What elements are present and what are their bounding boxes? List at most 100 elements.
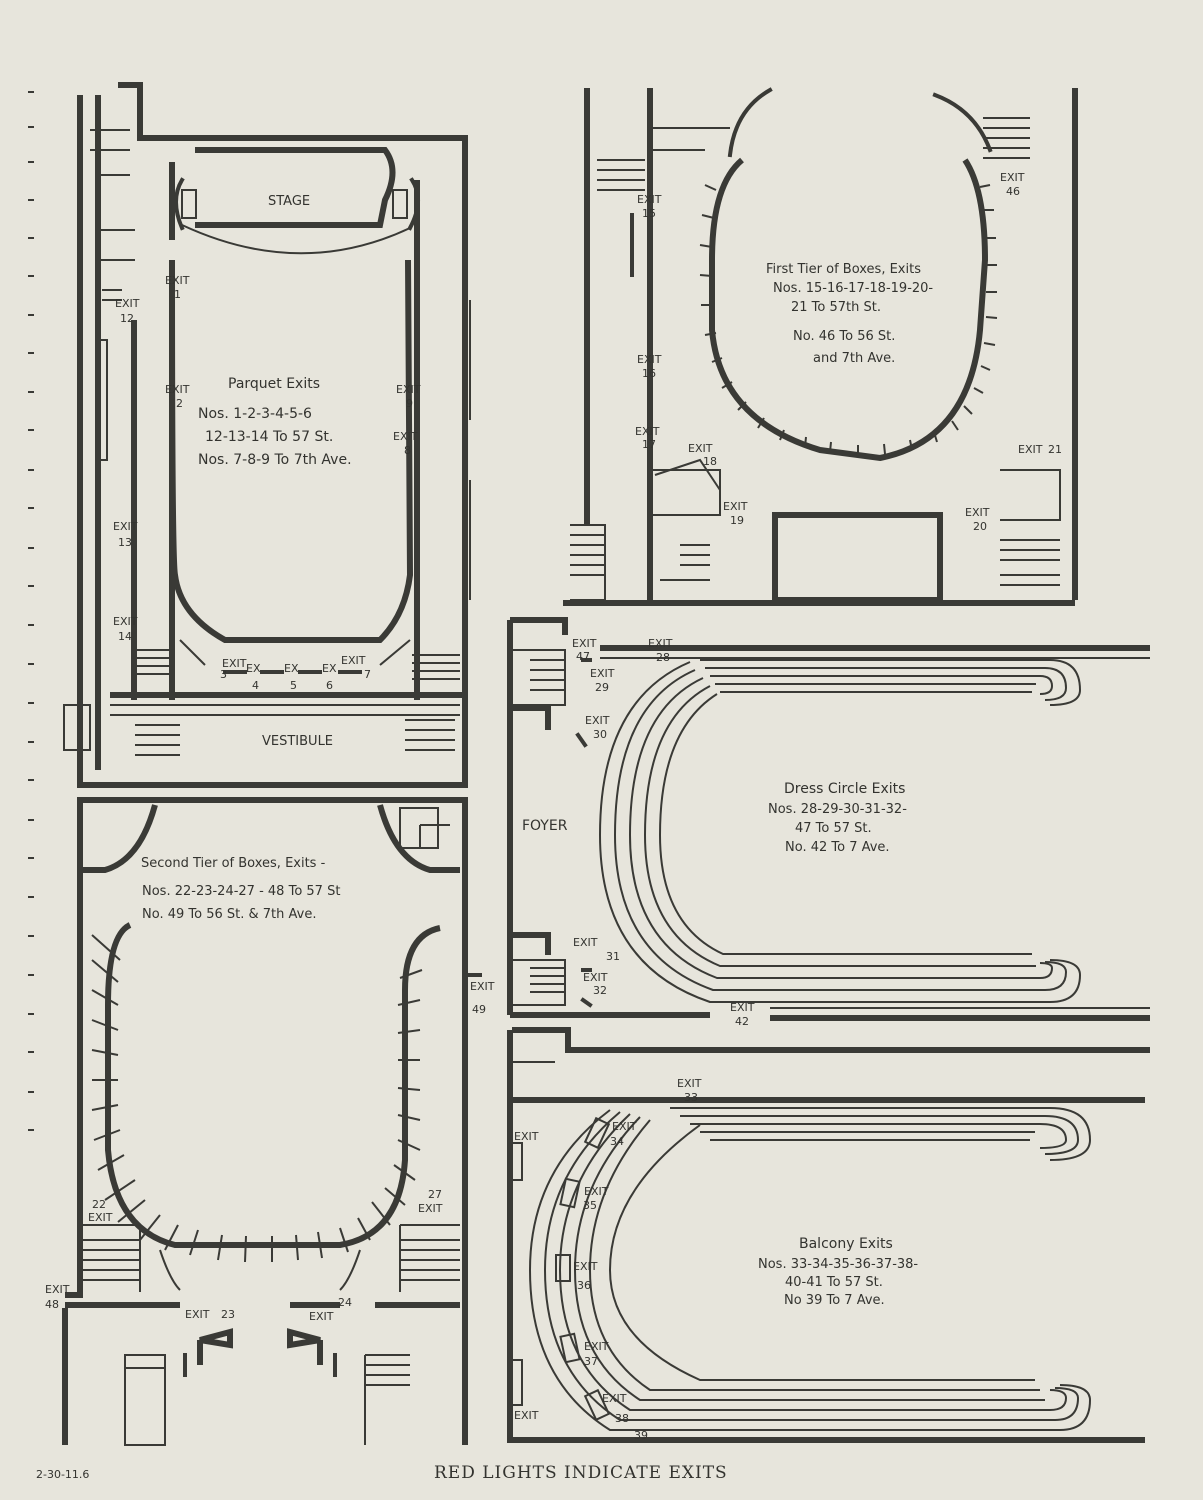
exit-30-number: 30 [593, 728, 607, 741]
exit-word: EXIT [637, 193, 662, 206]
exit-word: EXIT [572, 637, 597, 650]
exit-word: EXIT [185, 1308, 210, 1321]
exit-word: EXIT [113, 520, 138, 533]
exit-18-number: 18 [703, 455, 717, 468]
exit-word: EXIT [584, 1340, 609, 1353]
first-tier-line3: 21 To 57th St. [791, 300, 881, 315]
balcony-plan [507, 1027, 1150, 1443]
second-tier-line1: Second Tier of Boxes, Exits - [141, 856, 326, 871]
exit-8-number: 8 [404, 444, 411, 457]
margin-note: 2-30-11.6 [36, 1468, 89, 1481]
exit-7-number: 7 [364, 668, 371, 681]
exit-word: EXIT [573, 1260, 598, 1273]
exit-word: EXIT [470, 980, 495, 993]
exit-word: EXIT [602, 1392, 627, 1405]
exit-36-number: 36 [577, 1279, 591, 1292]
exit-word: EXIT [418, 1202, 443, 1215]
second-tier-line3: No. 49 To 56 St. & 7th Ave. [142, 907, 316, 922]
exit-20-number: 20 [973, 520, 987, 533]
exit-1-number: 1 [174, 288, 181, 301]
exit-39-number: 39 [634, 1429, 648, 1442]
ex-word: EX [284, 662, 299, 675]
exit-5-number: 5 [290, 679, 297, 692]
second-tier-plan [62, 797, 482, 1446]
exit-word: EXIT [341, 654, 366, 667]
dress-circle-line2: 47 To 57 St. [795, 821, 872, 836]
vestibule-label: VESTIBULE [262, 734, 333, 749]
exit-27-number: 27 [428, 1188, 442, 1201]
dress-circle-line1: Nos. 28-29-30-31-32- [768, 802, 907, 817]
exit-3-number: 3 [220, 668, 227, 681]
parquet-line2: 12-13-14 To 57 St. [205, 429, 333, 445]
exit-word: EXIT [637, 353, 662, 366]
foyer-label: FOYER [522, 818, 568, 834]
balcony-title: Balcony Exits [799, 1236, 893, 1252]
exit-32-number: 32 [593, 984, 607, 997]
exit-42-number: 42 [735, 1015, 749, 1028]
exit-word: EXIT [730, 1001, 755, 1014]
exit-word: EXIT [309, 1310, 334, 1323]
exit-6-number: 6 [326, 679, 333, 692]
exit-word: EXIT [88, 1211, 113, 1224]
exit-word: EXIT [222, 657, 247, 670]
exit-word: EXIT [965, 506, 990, 519]
exit-word: EXIT [396, 383, 421, 396]
exit-word: EXIT [1018, 443, 1043, 456]
exit-29-number: 29 [595, 681, 609, 694]
ex-word: EX [322, 662, 337, 675]
dress-circle-line3: No. 42 To 7 Ave. [785, 840, 890, 855]
exit-word: EXIT [635, 425, 660, 438]
exit-word: EXIT [165, 274, 190, 287]
parquet-line3: Nos. 7-8-9 To 7th Ave. [198, 452, 352, 468]
second-tier-exit-labels: 22 EXIT EXIT 23 24 EXIT 27 EXIT EXIT 48 … [45, 980, 495, 1323]
exit-word: EXIT [590, 667, 615, 680]
stage-label: STAGE [268, 194, 310, 209]
exit-46-number: 46 [1006, 185, 1020, 198]
exit-35-number: 35 [583, 1199, 597, 1212]
exit-24-number: 24 [338, 1296, 352, 1309]
exit-13-number: 13 [118, 536, 132, 549]
balcony-exit-labels: EXIT 33 EXIT 34 EXIT 35 EXIT 36 EXIT 37 … [514, 1077, 702, 1442]
parquet-line1: Nos. 1-2-3-4-5-6 [198, 406, 312, 422]
parquet-plan [63, 82, 471, 788]
exit-word: EXIT [688, 442, 713, 455]
exit-15-number: 15 [642, 207, 656, 220]
exit-word: EXIT [573, 936, 598, 949]
exit-49-number: 49 [472, 1003, 486, 1016]
balcony-line3: No 39 To 7 Ave. [784, 1293, 885, 1308]
exit-word: EXIT [584, 1185, 609, 1198]
first-tier-line5: and 7th Ave. [813, 351, 895, 366]
exit-21-number: 21 [1048, 443, 1062, 456]
balcony-line2: 40-41 To 57 St. [785, 1275, 883, 1290]
exit-9-number: 9 [406, 397, 413, 410]
exit-16-number: 16 [642, 367, 656, 380]
second-tier-line2: Nos. 22-23-24-27 - 48 To 57 St [142, 884, 340, 899]
parquet-title: Parquet Exits [228, 376, 320, 392]
exit-33-number: 33 [684, 1091, 698, 1104]
dress-circle-plan [507, 617, 1150, 1021]
exit-word: EXIT [723, 500, 748, 513]
exit-34-number: 34 [610, 1135, 624, 1148]
margin-marks [28, 91, 34, 1131]
exit-word: EXIT [514, 1409, 539, 1422]
first-tier-plan [563, 87, 1078, 606]
exit-17-number: 17 [642, 438, 656, 451]
ex-word: EX [246, 662, 261, 675]
dress-circle-exit-labels: EXIT 47 EXIT 28 EXIT 29 EXIT 30 EXIT 31 … [572, 637, 755, 1028]
exit-31-number: 31 [606, 950, 620, 963]
exit-48-number: 48 [45, 1298, 59, 1311]
parquet-exit-labels: EXIT 1 EXIT 2 EXIT 3 EX 4 EX 5 EX 6 EXIT… [113, 274, 421, 692]
exit-word: EXIT [648, 637, 673, 650]
exit-word: EXIT [1000, 171, 1025, 184]
first-tier-exit-labels: EXIT 15 EXIT 16 EXIT 17 EXIT 18 EXIT 19 … [635, 171, 1062, 533]
exit-23-number: 23 [221, 1308, 235, 1321]
exit-37-number: 37 [584, 1355, 598, 1368]
exit-19-number: 19 [730, 514, 744, 527]
exit-word: EXIT [165, 383, 190, 396]
first-tier-line2: Nos. 15-16-17-18-19-20- [773, 281, 933, 296]
exit-word: EXIT [45, 1283, 70, 1296]
exit-12-number: 12 [120, 312, 134, 325]
exit-word: EXIT [514, 1130, 539, 1143]
